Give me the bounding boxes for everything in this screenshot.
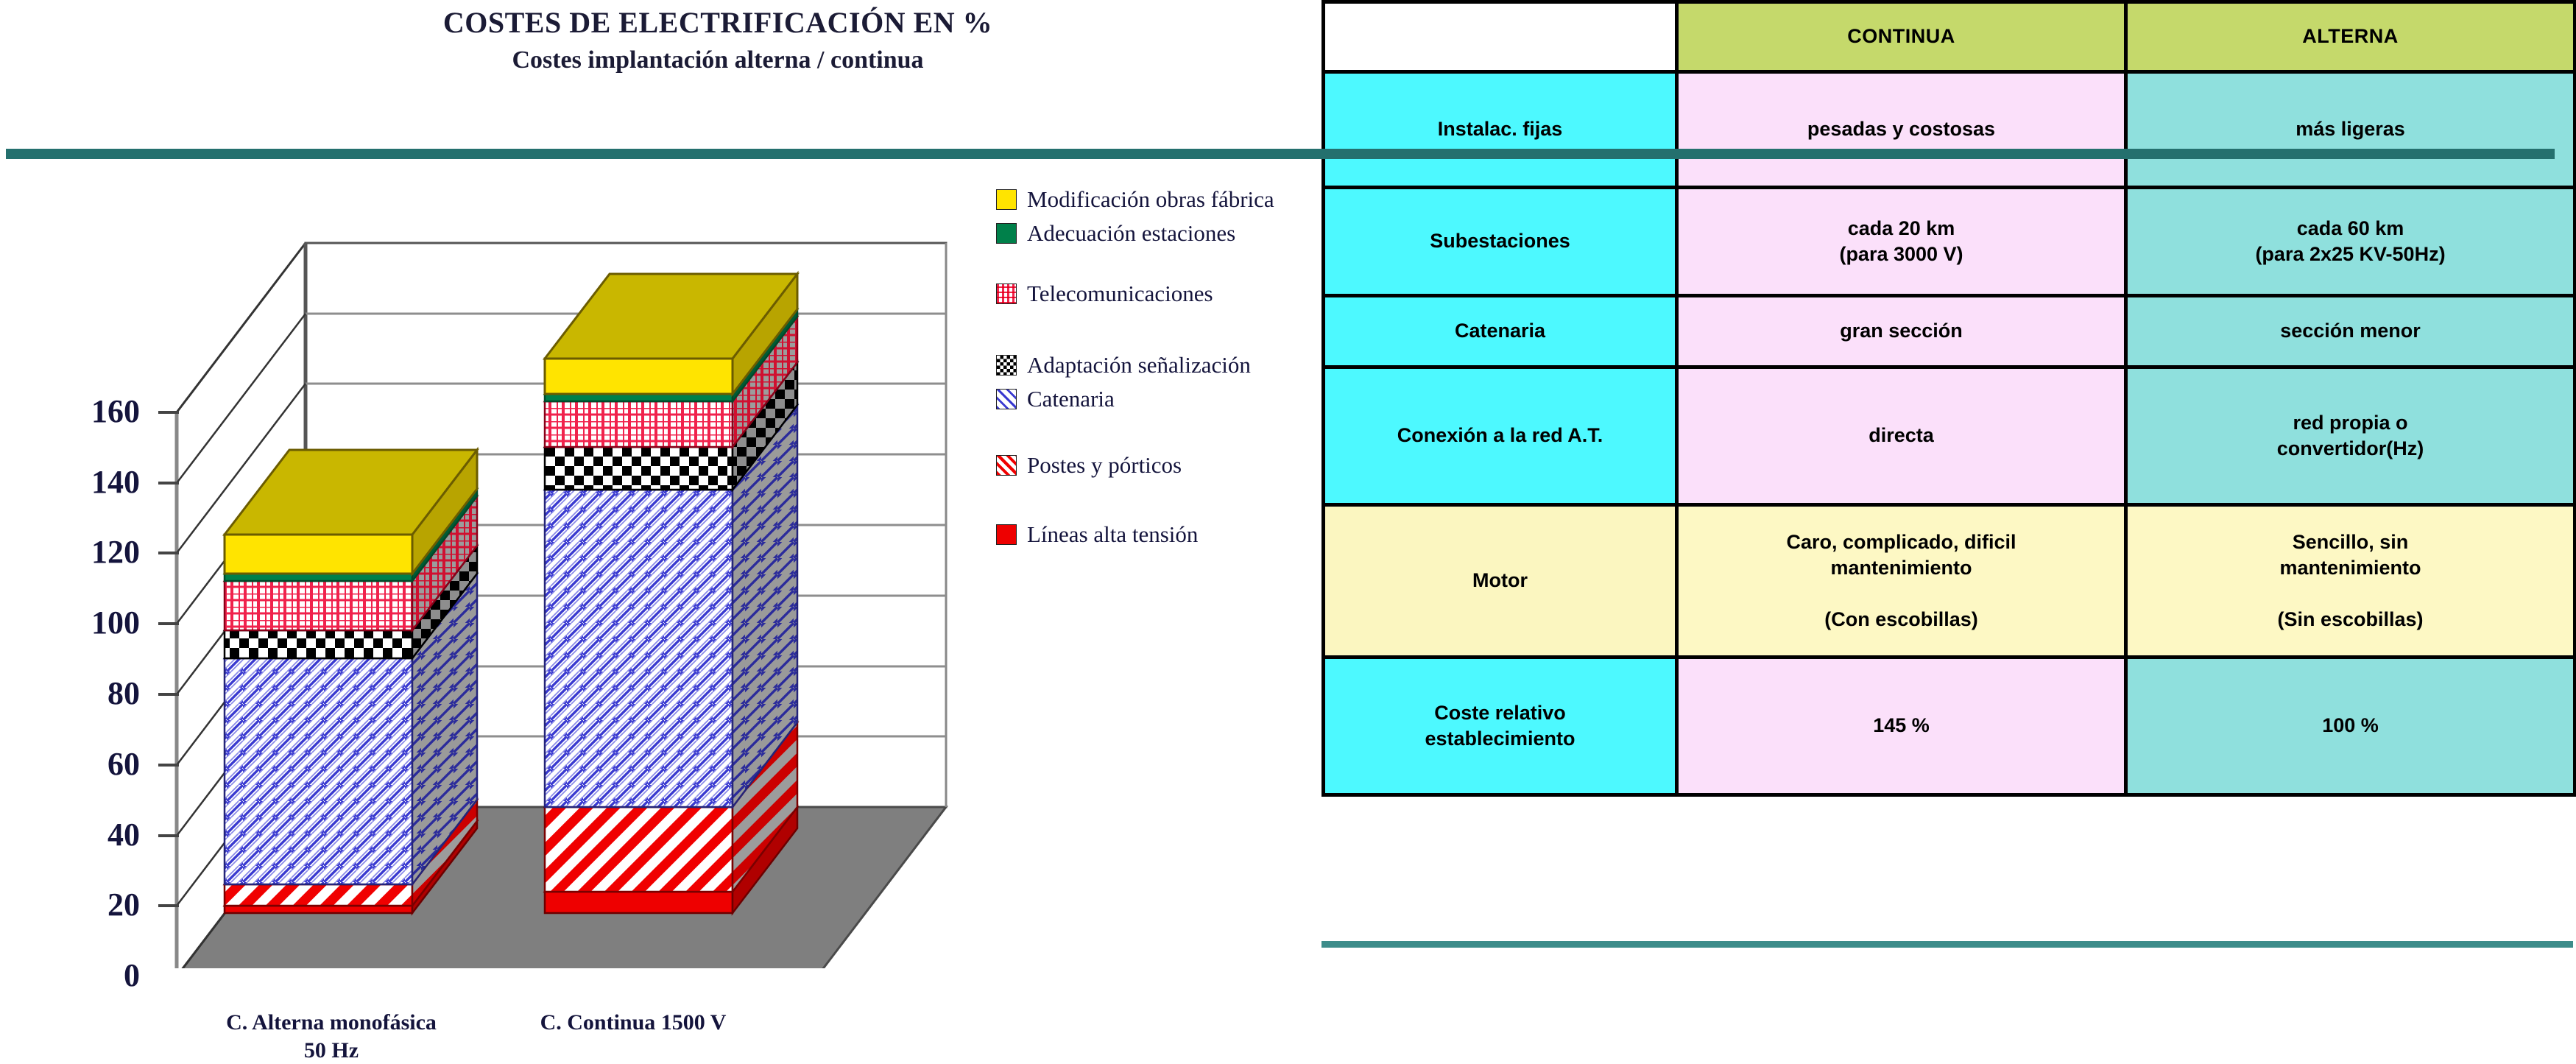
cell-alterna-motor: Sencillo, sin mantenimiento (Sin escobil…	[2126, 505, 2575, 658]
row-feature-instalac-fijas: Instalac. fijas	[1324, 72, 1677, 188]
chart-title-block: COSTES DE ELECTRIFICACIÓN EN % Costes im…	[294, 6, 1141, 74]
legend-label-adecuacion: Adecuación estaciones	[1027, 219, 1235, 247]
legend-item-postes-y-porticos[interactable]: Postes y pórticos	[996, 451, 1320, 479]
table-header-spacer	[1324, 2, 1677, 72]
cell-continua-subestaciones: cada 20 km (para 3000 V)	[1677, 188, 2126, 296]
bar-continua	[545, 274, 797, 913]
y-axis-tick-0: 0	[29, 956, 140, 994]
legend-label-adaptacion-line1: Adaptación señalización	[1027, 352, 1251, 378]
blue-weave-swatch	[996, 389, 1017, 409]
cell-continua-coste-relativo: 145 %	[1677, 658, 2126, 795]
cell-alterna-subestaciones: cada 60 km (para 2x25 KV-50Hz)	[2126, 188, 2575, 296]
y-axis-tick-40: 40	[29, 816, 140, 853]
table-row: Motor Caro, complicado, dificil mantenim…	[1324, 505, 2575, 658]
row-feature-coste-relativo: Coste relativo establecimiento	[1324, 658, 1677, 795]
x-axis-label-continua-line1: C. Continua 1500 V	[486, 1009, 780, 1037]
teal-divider-rule-bottom	[1321, 941, 2573, 948]
yellow-swatch	[996, 189, 1017, 210]
x-axis-label-alterna-line1: C. Alterna monofásica	[184, 1009, 479, 1037]
table-row: Catenaria gran sección sección menor	[1324, 296, 2575, 367]
table-row: Coste relativo establecimiento 145 % 100…	[1324, 658, 2575, 795]
table-header-continua: CONTINUA	[1677, 2, 2126, 72]
y-axis-tick-140: 140	[29, 463, 140, 501]
legend-item-catenaria[interactable]: Catenaria	[996, 385, 1320, 413]
y-axis-tick-20: 20	[29, 886, 140, 923]
table-row: Conexión a la red A.T. directa red propi…	[1324, 367, 2575, 505]
page-title: COSTES DE ELECTRIFICACIÓN EN %	[294, 6, 1141, 40]
row-feature-conexion-red-at: Conexión a la red A.T.	[1324, 367, 1677, 505]
y-axis-tick-60: 60	[29, 745, 140, 783]
row-feature-subestaciones: Subestaciones	[1324, 188, 1677, 296]
legend-label-modificacion: Modificación obras fábrica	[1027, 186, 1274, 214]
row-feature-motor: Motor	[1324, 505, 1677, 658]
cell-alterna-catenaria: sección menor	[2126, 296, 2575, 367]
row-feature-catenaria: Catenaria	[1324, 296, 1677, 367]
cell-alterna-instalac-fijas: más ligeras	[2126, 72, 2575, 188]
bar-alterna	[225, 450, 477, 913]
x-axis-label-alterna-line2: 50 Hz	[184, 1037, 479, 1064]
page-subtitle: Costes implantación alterna / continua	[294, 46, 1141, 74]
legend-item-telecomunicaciones[interactable]: Telecomunicaciones	[996, 280, 1320, 308]
cell-continua-conexion-red-at: directa	[1677, 367, 2126, 505]
chart-legend: Modificación obras fábrica Adecuación es…	[996, 186, 1320, 552]
cell-alterna-coste-relativo: 100 %	[2126, 658, 2575, 795]
cell-continua-instalac-fijas: pesadas y costosas	[1677, 72, 2126, 188]
cell-alterna-conexion-red-at: red propia o convertidor(Hz)	[2126, 367, 2575, 505]
table-header-row: CONTINUA ALTERNA	[1324, 2, 2575, 72]
cell-continua-catenaria: gran sección	[1677, 296, 2126, 367]
table-header-alterna: ALTERNA	[2126, 2, 2575, 72]
y-axis-tick-100: 100	[29, 604, 140, 641]
teal-divider-rule	[6, 149, 2555, 159]
legend-item-adecuacion-estaciones[interactable]: Adecuación estaciones	[996, 219, 1320, 247]
table-row: Subestaciones cada 20 km (para 3000 V) c…	[1324, 188, 2575, 296]
y-axis-tick-160: 160	[29, 392, 140, 430]
legend-item-adaptacion-senalizacion[interactable]: Adaptación señalización	[996, 351, 1320, 379]
legend-label-lineas: Líneas alta tensión	[1027, 521, 1198, 549]
legend-label-adaptacion: Adaptación señalización	[1027, 351, 1251, 379]
table-row: Instalac. fijas pesadas y costosas más l…	[1324, 72, 2575, 188]
y-axis-tick-80: 80	[29, 674, 140, 712]
legend-label-postes: Postes y pórticos	[1027, 451, 1182, 479]
red-swatch	[996, 524, 1017, 545]
y-axis-tick-120: 120	[29, 533, 140, 571]
legend-item-modificacion-obras-fabrica[interactable]: Modificación obras fábrica	[996, 186, 1320, 214]
x-axis-label-continua: C. Continua 1500 V	[486, 1009, 780, 1037]
red-stripe-swatch	[996, 455, 1017, 476]
green-swatch	[996, 223, 1017, 244]
red-mesh-swatch	[996, 283, 1017, 304]
legend-item-lineas-alta-tension[interactable]: Líneas alta tensión	[996, 521, 1320, 549]
comparison-table: CONTINUA ALTERNA Instalac. fijas pesadas…	[1321, 0, 2576, 797]
comparison-table-wrapper: CONTINUA ALTERNA Instalac. fijas pesadas…	[1321, 0, 2576, 950]
x-axis-label-alterna: C. Alterna monofásica 50 Hz	[184, 1009, 479, 1064]
legend-label-telecom: Telecomunicaciones	[1027, 280, 1213, 308]
cell-continua-motor: Caro, complicado, dificil mantenimiento …	[1677, 505, 2126, 658]
checker-swatch	[996, 355, 1017, 376]
legend-label-catenaria: Catenaria	[1027, 385, 1115, 413]
